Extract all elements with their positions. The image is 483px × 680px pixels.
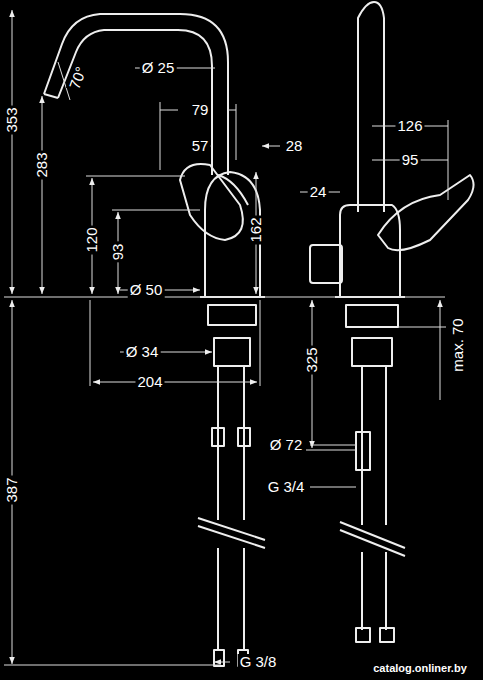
angle-dimension: 70° — [66, 63, 90, 94]
spout-outer — [44, 14, 228, 175]
hose-end — [214, 650, 224, 666]
ext-line — [448, 120, 449, 200]
dimension: 387 — [4, 475, 20, 504]
mounting-nut — [208, 305, 256, 325]
break-mark — [340, 522, 405, 556]
diameter-dimension: Ø 34 — [124, 344, 161, 360]
ext-line — [4, 665, 220, 666]
dimension: 120 — [84, 225, 100, 254]
dimension: 126 — [395, 118, 424, 134]
shank — [352, 338, 392, 366]
lever-edge — [218, 175, 248, 205]
dimension: 79 — [190, 102, 211, 118]
hose-end — [380, 628, 394, 642]
spout-inner — [58, 30, 212, 175]
leader-line — [310, 445, 356, 487]
break-mark — [198, 518, 265, 548]
hose-fitting — [238, 428, 250, 446]
dimension: 204 — [135, 374, 164, 390]
ext-line — [86, 176, 185, 177]
mounting-nut — [346, 305, 398, 327]
dimension: 95 — [400, 152, 421, 168]
dim-line — [42, 96, 43, 294]
dim-line — [440, 300, 441, 400]
diameter-dimension: Ø 25 — [140, 60, 177, 76]
supply-hoses — [218, 366, 244, 650]
ext-line — [306, 450, 356, 451]
thread-size: G 3/4 — [266, 479, 307, 495]
watermark: catalog.onliner.by — [371, 662, 469, 674]
supply-hoses — [362, 366, 386, 630]
hose-fitting — [356, 432, 370, 470]
ext-line — [160, 102, 236, 170]
spout-tip — [44, 94, 58, 98]
thread-size: G 3/8 — [238, 654, 279, 670]
ext-line — [90, 300, 260, 386]
lever-side — [378, 175, 474, 250]
hose-fitting — [212, 428, 224, 446]
dimension-lines — [4, 10, 448, 665]
dimension: 93 — [110, 242, 126, 263]
dimension: 28 — [284, 138, 305, 154]
ext-line — [398, 327, 446, 328]
ext-line — [112, 210, 200, 211]
dimension: 57 — [190, 138, 211, 154]
leader-line — [214, 662, 230, 663]
dimension: 24 — [308, 184, 329, 200]
dimension: 325 — [304, 345, 320, 374]
side-knob — [310, 245, 342, 283]
deck-line — [4, 297, 445, 298]
spout-side — [358, 2, 384, 212]
shank — [214, 338, 250, 366]
dim-line — [12, 10, 13, 294]
dimension: 283 — [34, 150, 50, 179]
dimension: max. 70 — [450, 316, 466, 373]
lever — [180, 164, 243, 240]
dimension: 162 — [248, 215, 264, 244]
diameter-dimension: Ø 50 — [128, 282, 165, 298]
dim-line — [93, 382, 257, 383]
diameter-dimension: Ø 72 — [268, 437, 305, 453]
hose-end — [356, 628, 370, 642]
dimension: 353 — [4, 105, 20, 134]
